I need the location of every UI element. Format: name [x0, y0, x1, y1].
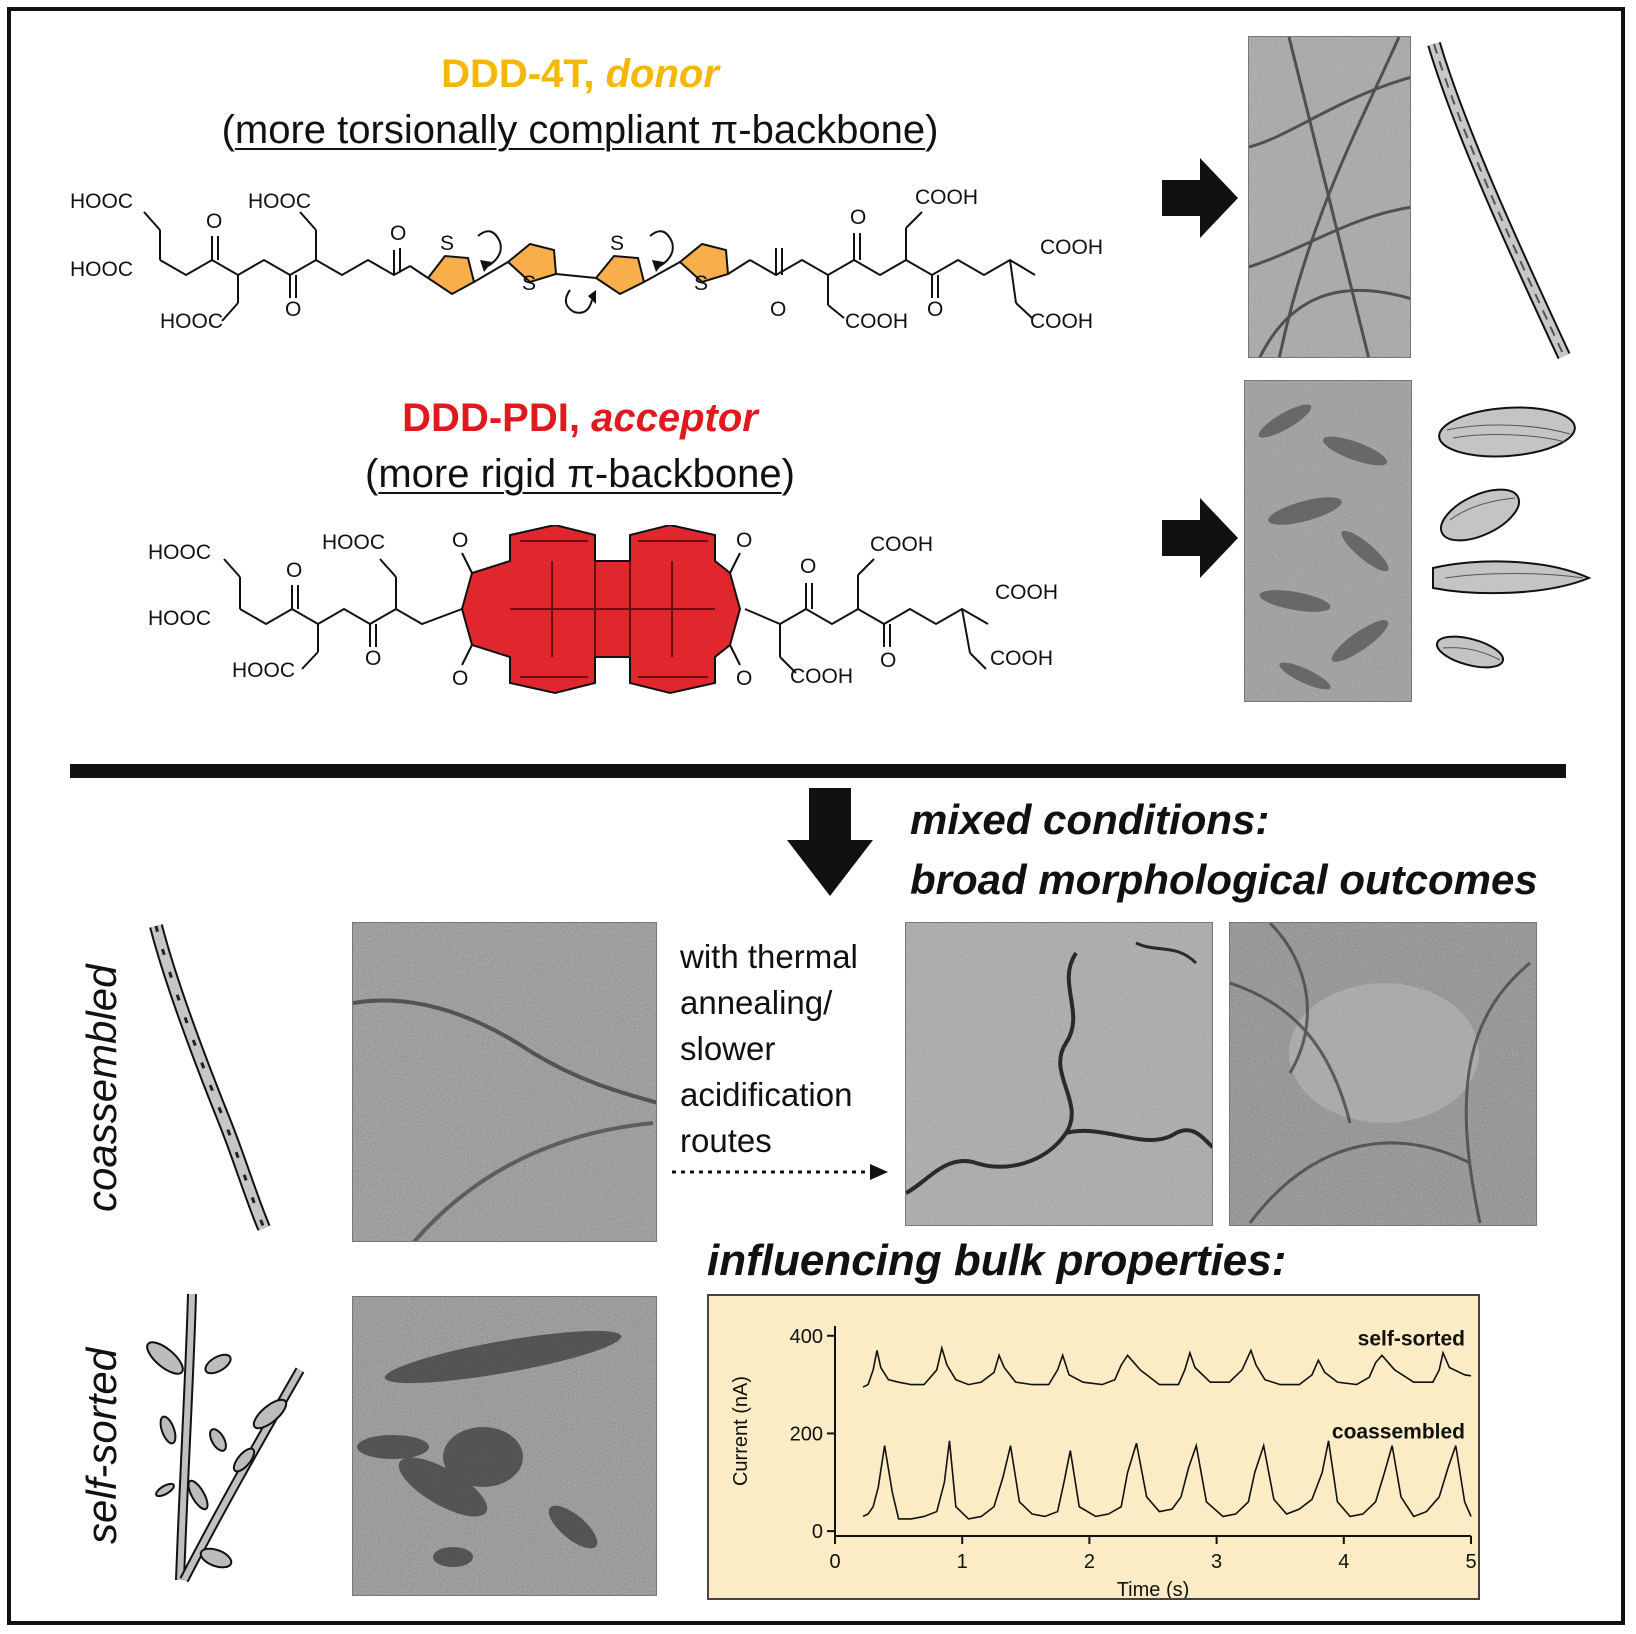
mixed-conditions-line2: broad morphological outcomes: [910, 856, 1538, 903]
x-tick-label: 1: [957, 1551, 968, 1573]
tem-image-acceptor-sheets: [1244, 380, 1412, 702]
nanosheet-cartoons: [1432, 406, 1592, 669]
donor-title: DDD-4T, donor: [0, 52, 1160, 97]
x-tick-label: 2: [1084, 1551, 1095, 1573]
acceptor-cooh-2: COOH: [790, 665, 853, 688]
acceptor-title: DDD-PDI, acceptor: [0, 396, 1160, 441]
acceptor-hooc-3: HOOC: [232, 659, 295, 682]
acceptor-desc-close: ): [781, 452, 795, 496]
annealing-note-line5: routes: [680, 1122, 772, 1159]
tem-image-donor-fibers: [1248, 36, 1411, 358]
donor-hooc-1: HOOC: [70, 190, 133, 213]
coassembled-label: coassembled: [78, 964, 125, 1212]
section-divider: [70, 764, 1566, 778]
donor-o-3: O: [390, 222, 406, 245]
donor-s-4: S: [694, 272, 708, 295]
tem-image-self-sorted: [352, 1296, 657, 1596]
acceptor-o-2: O: [365, 647, 381, 670]
donor-role: donor: [605, 52, 719, 96]
acceptor-o-1: O: [286, 559, 302, 582]
arrow-down: [787, 788, 873, 896]
acceptor-desc-open: (: [365, 452, 379, 496]
acceptor-o-6: O: [736, 667, 752, 690]
acceptor-role: acceptor: [591, 396, 758, 440]
acceptor-o-5: O: [736, 529, 752, 552]
bulk-properties-title: influencing bulk properties:: [707, 1236, 1287, 1285]
donor-name: DDD-4T,: [441, 52, 595, 96]
annealing-note-line1: with thermal: [680, 938, 858, 975]
tem-image-annealed-2: [1229, 922, 1537, 1226]
mixed-conditions-line1: mixed conditions:: [910, 796, 1270, 843]
annealing-note-line3: slower: [680, 1030, 776, 1067]
arrow-right-donor: [1162, 158, 1238, 238]
donor-o-5: O: [850, 206, 866, 229]
donor-description: (more torsionally compliant π-backbone): [0, 108, 1160, 153]
annealing-note-line4: acidification: [680, 1076, 853, 1113]
series-line-self-sorted: [862, 1344, 1472, 1388]
series-label-coassembled: coassembled: [1332, 1420, 1465, 1443]
acceptor-name: DDD-PDI,: [402, 396, 580, 440]
donor-s-3: S: [610, 232, 624, 255]
donor-desc-close: ): [925, 108, 939, 152]
donor-cooh-2: COOH: [845, 310, 908, 333]
x-tick-label: 4: [1338, 1551, 1349, 1573]
acceptor-o-3: O: [452, 529, 468, 552]
acceptor-hooc-4: HOOC: [322, 531, 385, 554]
tem-image-annealed-1: [905, 922, 1213, 1226]
acceptor-description: (more rigid π-backbone): [0, 452, 1160, 497]
annealing-note-line2: annealing/: [680, 984, 833, 1021]
annealing-note: with thermal annealing/ slower acidifica…: [680, 934, 858, 1164]
tem-image-coassembled: [352, 922, 657, 1242]
donor-hooc-2: HOOC: [70, 258, 133, 281]
donor-hooc-4: HOOC: [248, 190, 311, 213]
self-sorted-label: self-sorted: [78, 1347, 125, 1544]
arrow-right-acceptor: [1162, 498, 1238, 578]
acceptor-hooc-2: HOOC: [148, 607, 211, 630]
donor-o-4: O: [770, 298, 786, 321]
series-label-self-sorted: self-sorted: [1358, 1328, 1465, 1351]
x-tick-label: 0: [829, 1551, 840, 1573]
y-tick-label: 200: [790, 1423, 823, 1445]
donor-structure: HOOC HOOC HOOC HOOC O O O S S S S O O O …: [70, 186, 1103, 333]
y-tick-label: 400: [790, 1326, 823, 1348]
donor-cooh-4: COOH: [1030, 310, 1093, 333]
y-tick-label: 0: [812, 1521, 823, 1543]
acceptor-o-4: O: [452, 667, 468, 690]
acceptor-cooh-4: COOH: [990, 647, 1053, 670]
donor-o-2: O: [285, 298, 301, 321]
x-axis-label: Time (s): [1117, 1579, 1190, 1598]
donor-hooc-3: HOOC: [160, 310, 223, 333]
x-tick-label: 3: [1211, 1551, 1222, 1573]
donor-cooh-3: COOH: [1040, 236, 1103, 259]
figure-frame: [7, 7, 1625, 1625]
acceptor-cooh-3: COOH: [995, 581, 1058, 604]
donor-desc-text: more torsionally compliant π-backbone: [234, 108, 926, 152]
acceptor-structure: HOOC HOOC HOOC HOOC O O O O O O O O COOH…: [148, 525, 1058, 695]
coassembled-helix-cartoon: [149, 924, 271, 1231]
y-axis-label: Current (nA): [730, 1376, 752, 1486]
donor-o-1: O: [206, 210, 222, 233]
acceptor-o-7: O: [800, 555, 816, 578]
acceptor-desc-text: more rigid π-backbone: [378, 452, 782, 496]
dotted-arrow: [672, 1164, 888, 1180]
acceptor-o-8: O: [880, 649, 896, 672]
x-tick-label: 5: [1465, 1551, 1476, 1573]
acceptor-cooh-1: COOH: [870, 533, 933, 556]
donor-s-2: S: [522, 272, 536, 295]
acceptor-hooc-1: HOOC: [148, 541, 211, 564]
self-sorted-cartoon: [146, 1293, 305, 1583]
donor-o-6: O: [927, 298, 943, 321]
donor-cooh-1: COOH: [915, 186, 978, 209]
series-line-coassembled: [862, 1440, 1472, 1520]
twisted-fiber-cartoon: [1427, 41, 1571, 359]
donor-desc-open: (: [221, 108, 235, 152]
donor-s-1: S: [440, 232, 454, 255]
